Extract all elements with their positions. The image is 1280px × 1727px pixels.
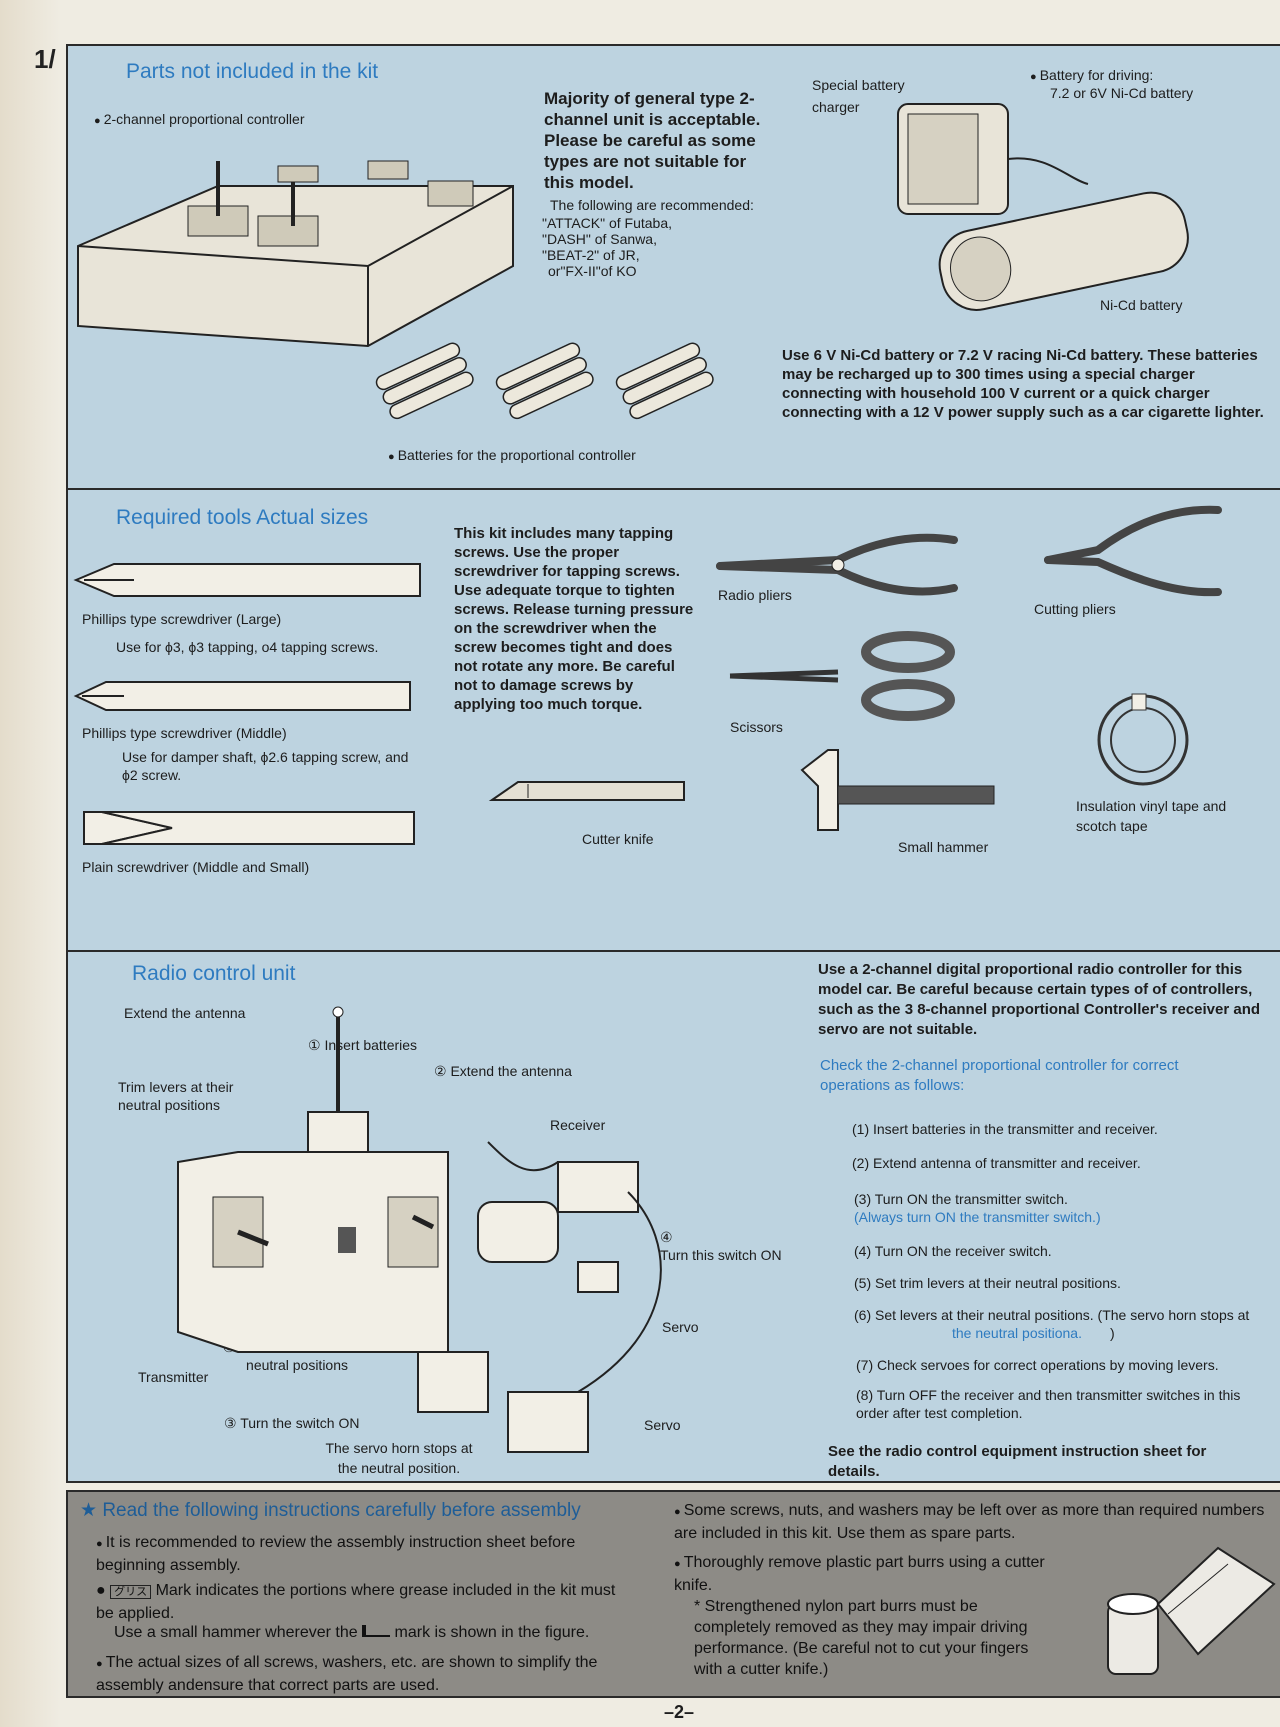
small-hammer-label: Small hammer <box>898 839 989 855</box>
plain-screwdriver-icon <box>83 811 415 845</box>
trim-levers-label: Trim levers at their neutral positions <box>118 1079 234 1113</box>
cutter-knife-deburr-illustration <box>1107 1546 1276 1675</box>
note-hammer-a: Use a small hammer wherever the <box>114 1624 358 1641</box>
note-spare-parts: Some screws, nuts, and washers may be le… <box>674 1500 1274 1544</box>
batteries-label: Batteries for the proportional controlle… <box>388 446 636 466</box>
extend-antenna-2-label: ② Extend the antenna <box>434 1063 572 1079</box>
note-hammer-b: mark is shown in the figure. <box>394 1624 590 1641</box>
step-4-marker: ④ <box>660 1229 673 1245</box>
turn-switch-on-3-label: ③ Turn the switch ON <box>224 1415 360 1431</box>
step-3-note: (Always turn ON the transmitter switch.) <box>854 1209 1101 1225</box>
recommended-1: "ATTACK" of Futaba, <box>542 215 673 231</box>
bullet-icon: ● <box>96 1582 111 1599</box>
notes-title: Read the following instructions carefull… <box>102 1500 581 1521</box>
servo-horn-label: The servo horn stops at the neutral posi… <box>325 1440 473 1476</box>
assembly-notes-panel: ★ Read the following instructions carefu… <box>66 1490 1280 1698</box>
note-actual-sizes: The actual sizes of all screws, washers,… <box>96 1652 636 1696</box>
tape-label: Insulation vinyl tape and scotch tape <box>1076 798 1227 834</box>
nicd-label: Ni-Cd battery <box>1100 297 1183 313</box>
note-burrs: Thoroughly remove plastic part burrs usi… <box>674 1552 1054 1596</box>
charger-label: Special battery charger <box>812 77 905 115</box>
required-tools-section: Required tools Actual sizes Phillips typ… <box>68 490 1280 952</box>
phillips-middle-icon <box>73 681 411 711</box>
scissors-label: Scissors <box>730 719 783 735</box>
aa-batteries-illustration <box>375 342 714 420</box>
majority-text: Majority of general type 2-channel unit … <box>544 89 761 192</box>
cutter-knife-label: Cutter knife <box>582 831 654 847</box>
kit-text: This kit includes many tapping screws. U… <box>454 525 694 713</box>
instruction-sheet: Parts not included in the kit 2-channel … <box>66 44 1280 1483</box>
cutting-pliers-icon <box>1044 505 1222 597</box>
insert-batteries-label: ① Insert batteries <box>308 1037 418 1053</box>
step-7: (7) Check servoes for correct operations… <box>856 1357 1219 1373</box>
plain-screwdriver-label: Plain screwdriver (Middle and Small) <box>82 859 310 875</box>
hammer-mark-icon <box>362 1625 391 1637</box>
servo-2-label: Servo <box>644 1417 681 1433</box>
cutting-pliers-label: Cutting pliers <box>1034 601 1116 617</box>
charger-battery-illustration <box>897 103 1189 311</box>
battery-types: 7.2 or 6V Ni-Cd battery <box>1050 85 1194 101</box>
servo-1-label: Servo <box>662 1319 699 1335</box>
check-title: Check the 2-channel proportional control… <box>820 1057 1179 1094</box>
extend-antenna-top-label: Extend the antenna <box>124 1005 246 1021</box>
note-grease: Mark indicates the portions where grease… <box>96 1582 616 1622</box>
page-edge <box>0 0 60 1727</box>
phillips-large-icon <box>73 563 421 597</box>
phillips-middle-use: Use for damper shaft, ϕ2.6 tapping screw… <box>122 749 409 783</box>
step-6-note: the neutral positiona. <box>952 1325 1082 1341</box>
note-review: It is recommended to review the assembly… <box>96 1532 596 1576</box>
radio-control-unit-section: Radio control unit Extend the antenna ① … <box>68 952 1280 1481</box>
small-hammer-icon <box>800 749 995 831</box>
phillips-large-label: Phillips type screwdriver (Large) <box>82 611 282 627</box>
recommended-intro: The following are recommended: <box>550 197 754 213</box>
turn-switch-on-4-label: Turn this switch ON <box>660 1247 782 1263</box>
section-title: Parts not included in the kit <box>126 60 379 83</box>
cutter-knife-icon <box>488 781 685 801</box>
step-2: (2) Extend antenna of transmitter and re… <box>852 1155 1141 1171</box>
corner-page-mark: 1/ <box>34 44 56 74</box>
radio-pliers-icon <box>716 533 958 596</box>
page-number: –2– <box>664 1702 695 1722</box>
parts-not-included-section: Parts not included in the kit 2-channel … <box>68 46 1280 490</box>
step-6-end: ) <box>1110 1325 1115 1341</box>
battery-for-driving: Battery for driving: <box>1030 66 1154 86</box>
note-grease-row: ● グリス Mark indicates the portions where … <box>96 1580 636 1624</box>
note-hammer-row: Use a small hammer wherever the mark is … <box>114 1622 589 1643</box>
phillips-large-use: Use for ϕ3, ϕ3 tapping, o4 tapping screw… <box>116 639 379 655</box>
step-8: (8) Turn OFF the receiver and then trans… <box>856 1387 1241 1421</box>
recommended-2: "DASH" of Sanwa, <box>542 231 657 247</box>
recommended-3: "BEAT-2" of JR, <box>542 247 640 263</box>
step-3: (3) Turn ON the transmitter switch. <box>854 1191 1068 1207</box>
section-title: Required tools Actual sizes <box>116 506 369 529</box>
step-4: (4) Turn ON the receiver switch. <box>854 1243 1052 1259</box>
receiver-label: Receiver <box>550 1117 606 1133</box>
controller-illustration <box>77 160 514 348</box>
radio-pliers-label: Radio pliers <box>718 587 792 603</box>
step-5: (5) Set trim levers at their neutral pos… <box>854 1275 1121 1291</box>
phillips-middle-label: Phillips type screwdriver (Middle) <box>82 725 287 741</box>
nicd-text: Use 6 V Ni-Cd battery or 7.2 V racing Ni… <box>782 347 1264 421</box>
star-icon: ★ <box>80 1500 98 1521</box>
grease-tag-icon: グリス <box>110 1585 152 1599</box>
see-sheet-text: See the radio control equipment instruct… <box>828 1443 1207 1480</box>
step-1: (1) Insert batteries in the transmitter … <box>852 1121 1158 1137</box>
note-nylon: * Strengthened nylon part burrs must be … <box>694 1598 1029 1678</box>
scissors-icon <box>729 631 955 721</box>
transmitter-label: Transmitter <box>138 1369 209 1385</box>
controller-label: 2-channel proportional controller <box>94 110 305 130</box>
radio-unit-illustration <box>177 1006 662 1453</box>
notes-title-row: ★ Read the following instructions carefu… <box>80 1500 581 1521</box>
recommended-4: or"FX-II"of KO <box>548 263 637 279</box>
step-6: (6) Set levers at their neutral position… <box>854 1307 1250 1323</box>
section-title: Radio control unit <box>132 962 296 985</box>
tape-roll-icon <box>1097 693 1189 786</box>
use-controller-text: Use a 2-channel digital proportional rad… <box>818 961 1261 1038</box>
